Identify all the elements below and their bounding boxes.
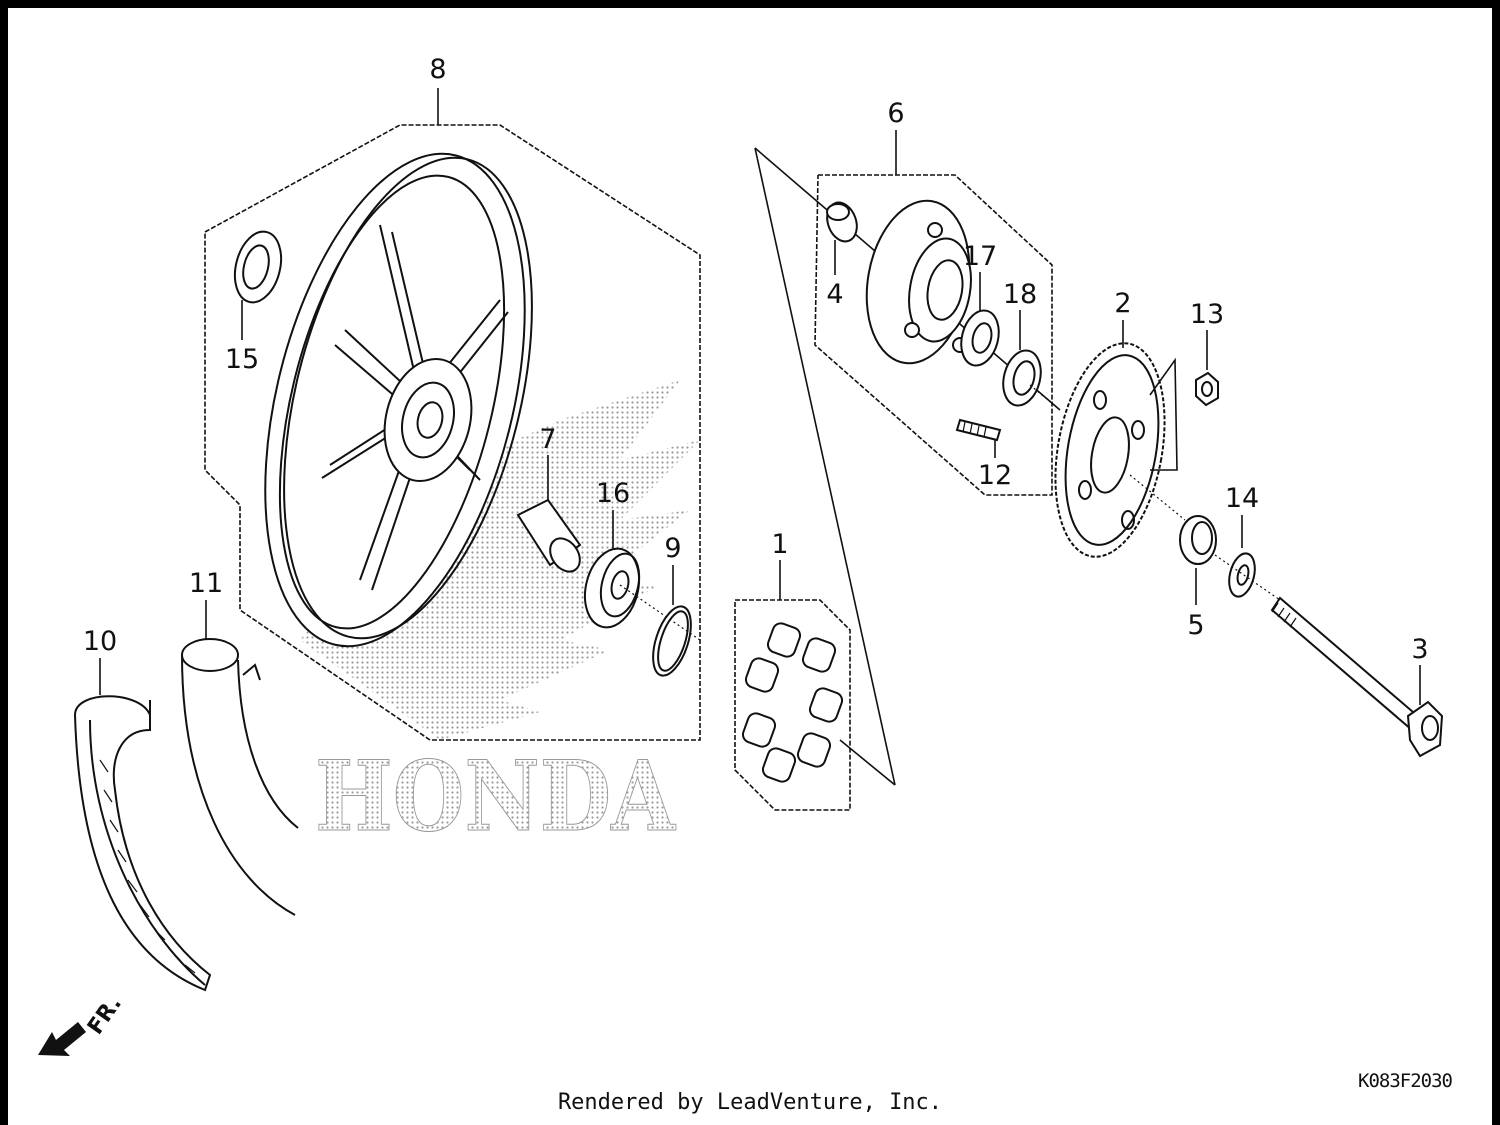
callout-13: 13 [1190,299,1224,330]
callout-10: 10 [83,626,117,657]
assembly-centerline [619,384,1281,641]
callout-labels: 8 6 15 4 17 18 2 13 12 7 16 14 9 1 11 5 … [83,54,1429,665]
callout-8: 8 [429,54,446,85]
callout-16: 16 [596,478,630,509]
tube-11 [181,638,299,916]
collar-7 [516,498,582,573]
damper-rubbers-1 [741,622,844,783]
frame-border-left [0,0,8,1125]
callout-14: 14 [1225,483,1259,514]
render-credit: Rendered by LeadVenture, Inc. [557,1090,943,1115]
bracket-line-left [754,147,896,786]
callout-2: 2 [1114,288,1131,319]
callout-6: 6 [887,98,904,129]
washer-14 [1228,552,1256,598]
stud-bolt-12 [955,418,1002,442]
rear-axle-3 [1270,596,1444,758]
rear-wheel-rim [264,152,533,648]
honda-wing-watermark [300,380,700,740]
callout-15: 15 [225,344,259,375]
callout-7: 7 [539,424,556,455]
oil-seal-18 [1002,349,1042,407]
front-direction-label: FR. [83,992,127,1040]
callout-9: 9 [664,533,681,564]
wheel-group-outline [204,124,701,741]
callout-4: 4 [826,279,843,310]
driven-flange-6 [865,199,972,365]
frame-border-right [1492,0,1500,1125]
callout-17: 17 [963,241,997,272]
bearing-16 [583,547,641,629]
driven-sprocket-2 [1054,342,1166,558]
o-ring-9 [652,605,692,677]
frame-border-top [0,0,1500,8]
collar-4 [826,201,858,243]
tire-10 [73,695,212,992]
damper-group-outline [734,599,851,811]
callout-11: 11 [189,568,223,599]
bearing-15 [233,230,283,304]
callout-3: 3 [1411,634,1428,665]
callout-18: 18 [1003,279,1037,310]
bearing-17 [960,309,1000,367]
collar-5 [1179,515,1217,565]
honda-watermark-text: HONDA [315,740,676,853]
bracket-line-bottom [839,739,896,786]
sprocket-bracket [1149,357,1178,471]
hub-group-outline [814,174,1053,496]
callout-1: 1 [771,529,788,560]
callout-12: 12 [978,460,1012,491]
front-direction-arrow-icon: FR. [38,992,127,1056]
callout-5: 5 [1187,610,1204,641]
drawing-code: K083F2030 [1358,1070,1453,1092]
nut-13 [1195,371,1219,407]
